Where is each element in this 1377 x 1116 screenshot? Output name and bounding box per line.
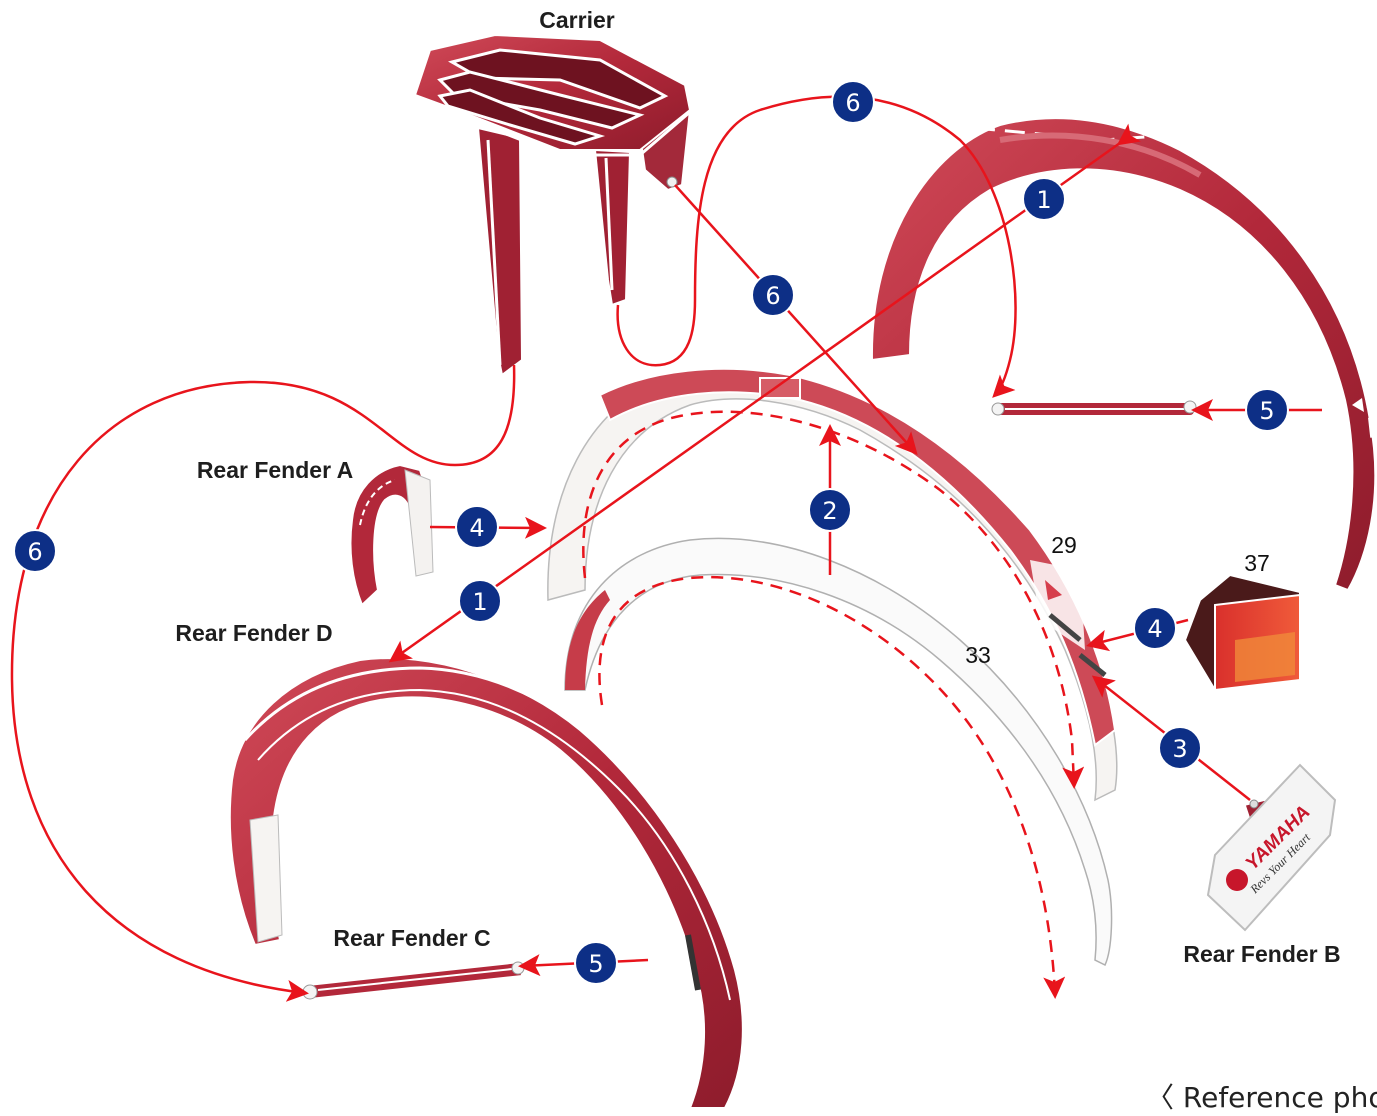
step-6-middle-number: 6 xyxy=(765,282,780,310)
reference-photo-caption: 〈 Reference pho xyxy=(1146,1076,1377,1116)
step-5-lower-number: 5 xyxy=(588,950,603,978)
step-4-right-number: 4 xyxy=(1147,615,1162,643)
step-badge-1-lower: 1 xyxy=(459,580,501,622)
step-badge-6-left: 6 xyxy=(14,530,56,572)
step-6-top-number: 6 xyxy=(845,89,860,117)
step-5-upper-number: 5 xyxy=(1259,397,1274,425)
step-badge-5-lower: 5 xyxy=(575,942,617,984)
rear-fender-c-part xyxy=(303,962,524,999)
step-4-left-number: 4 xyxy=(469,514,484,542)
step-1-upper-number: 1 xyxy=(1036,186,1051,214)
step-1-lower-number: 1 xyxy=(472,588,487,616)
step-badge-4-left: 4 xyxy=(456,506,498,548)
step-badge-6-top: 6 xyxy=(832,81,874,123)
step-badge-3: 3 xyxy=(1159,727,1201,769)
step-badge-5-upper: 5 xyxy=(1246,389,1288,431)
carrier-part xyxy=(415,35,690,375)
tail-lamp-part-37 xyxy=(1185,575,1300,690)
rear-fender-b-plate: YAMAHA Revs Your Heart xyxy=(1208,765,1335,930)
part-number-37: 37 xyxy=(1244,550,1270,576)
label-rear-fender-c: Rear Fender C xyxy=(333,925,490,951)
label-carrier: Carrier xyxy=(539,7,614,33)
rear-fender-a-part xyxy=(350,465,433,605)
label-rear-fender-b: Rear Fender B xyxy=(1183,941,1340,967)
part-number-29: 29 xyxy=(1051,532,1077,558)
step-badge-6-middle: 6 xyxy=(752,274,794,316)
step-badge-2: 2 xyxy=(809,489,851,531)
label-rear-fender-a: Rear Fender A xyxy=(197,457,353,483)
step-2-number: 2 xyxy=(822,497,837,525)
label-rear-fender-d: Rear Fender D xyxy=(175,620,332,646)
step-6-left-number: 6 xyxy=(27,538,42,566)
step-badge-4-right: 4 xyxy=(1134,607,1176,649)
rear-fender-d-part xyxy=(230,648,754,1108)
step-badge-1-upper: 1 xyxy=(1023,178,1065,220)
step-3-number: 3 xyxy=(1172,735,1187,763)
rear-fender-upper-part xyxy=(872,118,1375,590)
part-number-33: 33 xyxy=(965,642,991,668)
fender-stay-upper xyxy=(992,401,1196,416)
